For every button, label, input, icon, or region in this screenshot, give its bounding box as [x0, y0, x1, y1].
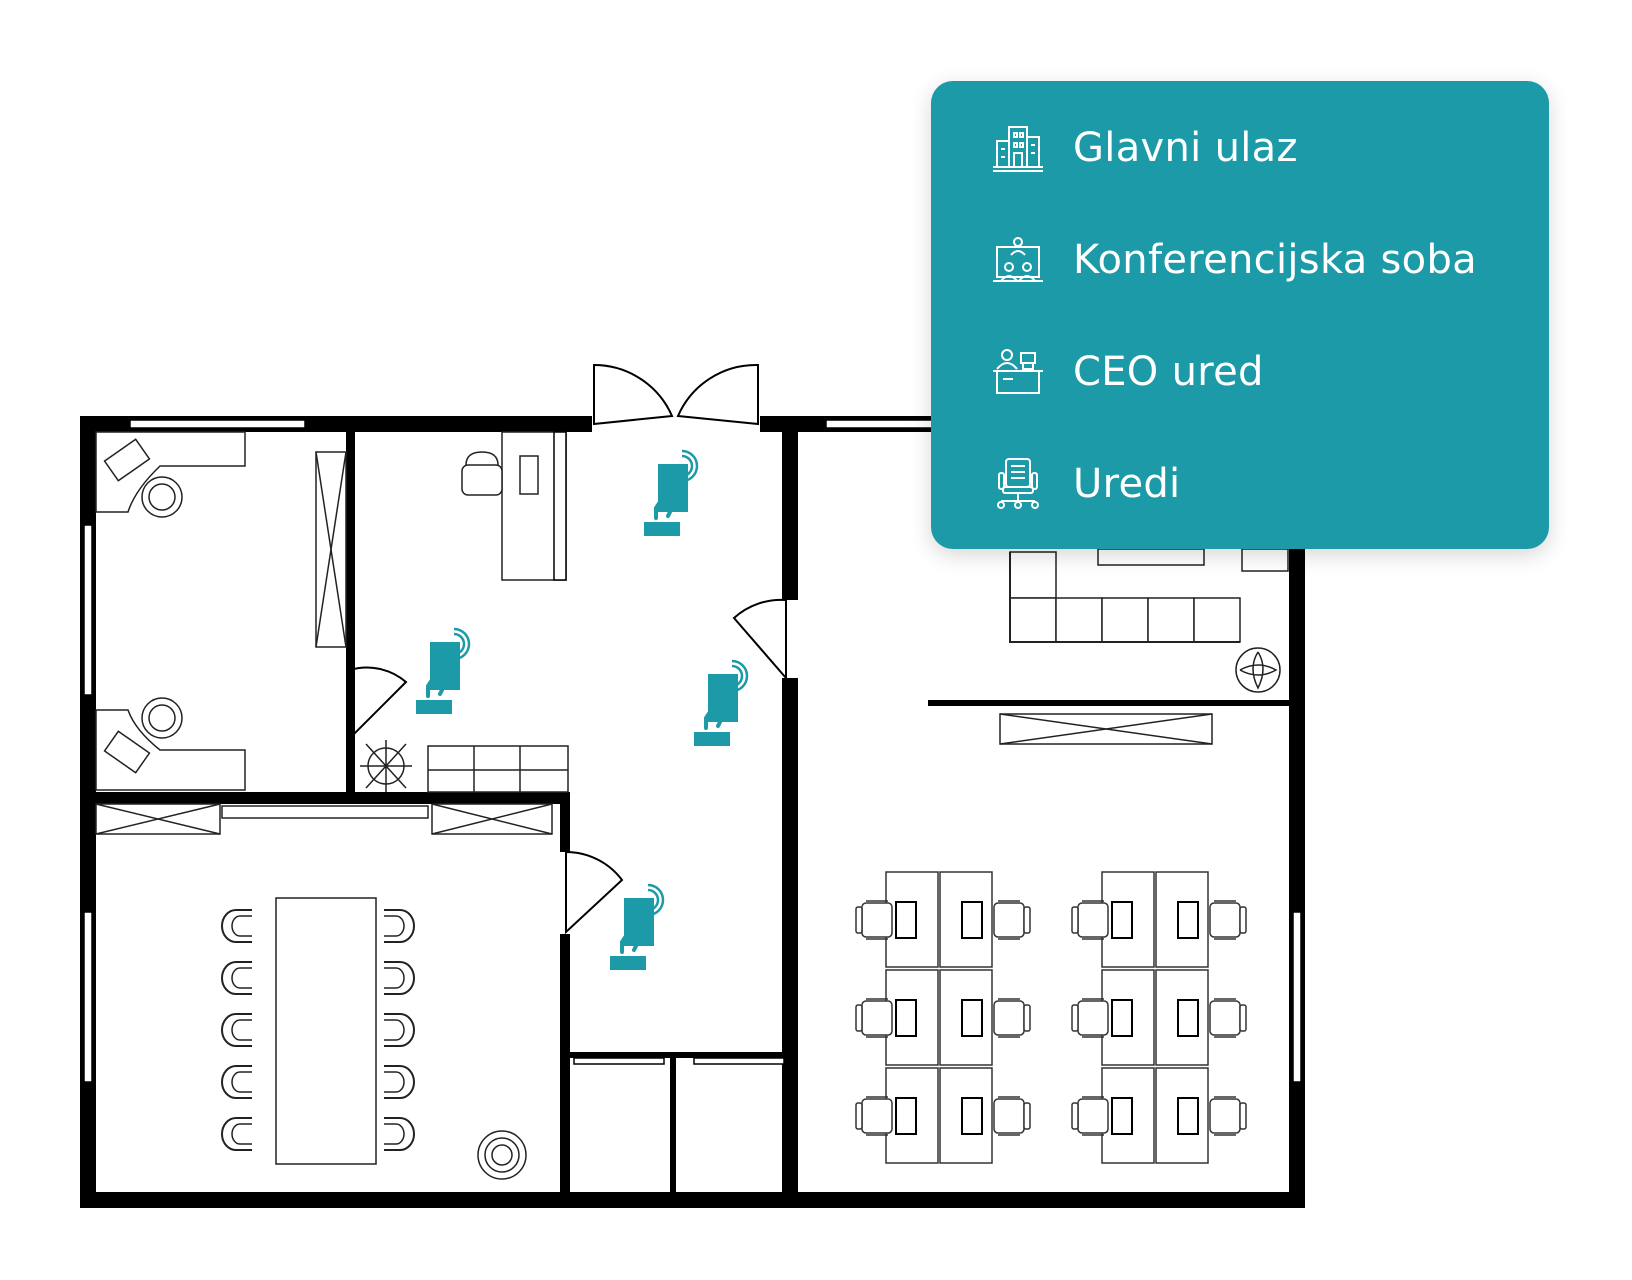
access-reader-1	[642, 449, 699, 538]
access-reader-3	[692, 659, 749, 748]
interior-walls	[88, 424, 1302, 1208]
legend-item-conference-room: Konferencijska soba	[991, 230, 1477, 290]
main-entrance	[593, 363, 759, 426]
plant-3	[477, 1130, 527, 1180]
windows	[83, 419, 1302, 1083]
access-reader-2	[414, 627, 471, 716]
legend-item-main-entrance: Glavni ulaz	[991, 118, 1298, 178]
legend-label: Glavni ulaz	[1073, 125, 1298, 171]
closet-tops	[573, 1057, 785, 1065]
reception	[427, 431, 569, 793]
office-1	[95, 431, 347, 791]
interior-doors	[349, 598, 787, 935]
plant-1	[360, 740, 412, 792]
building-icon	[993, 126, 1043, 172]
legend-panel: Glavni ulaz Konferencijska soba CEO ured	[931, 81, 1549, 549]
legend-label: CEO ured	[1073, 349, 1264, 395]
open-office-desks	[855, 871, 1247, 1164]
access-reader-4	[608, 883, 665, 972]
ceo-lounge	[999, 548, 1289, 745]
legend-label: Konferencijska soba	[1073, 237, 1477, 283]
plant-2	[1235, 647, 1281, 693]
ceo-desk-icon	[993, 349, 1043, 394]
office-chair-icon	[997, 458, 1039, 509]
legend-item-offices: Uredi	[991, 454, 1180, 514]
legend-item-ceo-office: CEO ured	[991, 342, 1264, 402]
conference-room-icon	[993, 237, 1043, 282]
conference-room	[95, 803, 553, 1165]
legend-label: Uredi	[1073, 461, 1181, 507]
